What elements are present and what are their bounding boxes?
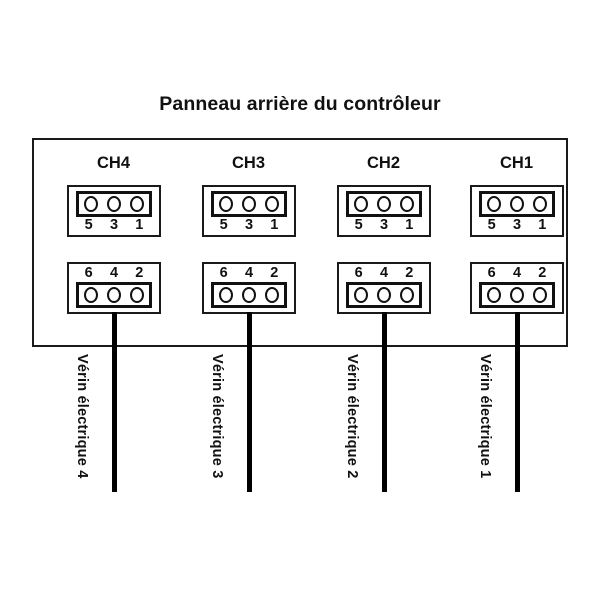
ch2-actuator-label: Vérin électrique 2 [344,354,360,479]
ch3-actuator-label: Vérin électrique 3 [209,354,225,479]
pin-number: 3 [512,217,522,234]
pin-number: 2 [538,265,547,282]
connector-hole-icon [376,287,391,303]
ch1-bottom-pin-numbers: 6 4 2 [479,265,555,282]
ch4-top-pin-numbers: 5 3 1 [76,217,152,234]
channel-label-ch1: CH1 [499,154,533,172]
ch2-top-pin-numbers: 5 3 1 [346,217,422,234]
connector-hole-icon [400,196,415,212]
ch4-bottom-connector[interactable]: 6 4 2 [67,262,161,314]
connector-hole-icon [130,196,145,212]
ch3-top-pin-numbers: 5 3 1 [211,217,287,234]
ch3-top-connector[interactable]: 5 3 1 [202,185,296,237]
channel-label-ch2: CH2 [366,154,400,172]
ch2-bottom-connector[interactable]: 6 4 2 [337,262,431,314]
pin-number: 4 [109,265,119,282]
ch4-top-connector-holes [76,191,152,217]
ch3-top-connector-holes [211,191,287,217]
pin-number: 6 [487,265,496,282]
ch1-top-pin-numbers: 5 3 1 [479,217,555,234]
page-title: Panneau arrière du contrôleur [159,93,441,115]
pin-number: 2 [405,265,414,282]
connector-hole-icon [353,196,368,212]
ch3-bottom-connector-holes [211,282,287,308]
ch1-top-connector[interactable]: 5 3 1 [470,185,564,237]
connector-hole-icon [509,196,524,212]
connector-hole-icon [130,287,145,303]
pin-number: 5 [487,217,496,234]
pin-number: 4 [244,265,254,282]
ch4-actuator-label: Vérin électrique 4 [74,354,90,479]
pin-number: 6 [219,265,228,282]
pin-number: 3 [244,217,254,234]
ch3-cable [247,312,252,492]
pin-number: 1 [270,217,279,234]
pin-number: 5 [84,217,93,234]
connector-hole-icon [265,196,280,212]
pin-number: 3 [379,217,389,234]
ch1-actuator-label: Vérin électrique 1 [477,354,493,479]
controller-rear-panel: CH4 5 3 1 6 4 2 [32,138,568,492]
ch1-cable [515,312,520,492]
connector-hole-icon [486,287,501,303]
ch2-bottom-connector-holes [346,282,422,308]
ch4-bottom-connector-holes [76,282,152,308]
ch4-cable [112,312,117,492]
pin-number: 3 [109,217,119,234]
ch4-top-connector[interactable]: 5 3 1 [67,185,161,237]
pin-number: 2 [135,265,144,282]
connector-hole-icon [265,287,280,303]
connector-hole-icon [486,196,501,212]
ch3-bottom-connector[interactable]: 6 4 2 [202,262,296,314]
connector-hole-icon [400,287,415,303]
channel-label-ch4: CH4 [96,154,130,172]
connector-hole-icon [241,287,256,303]
connector-hole-icon [533,196,548,212]
channel-group-ch1: CH1 5 3 1 6 4 2 [459,140,593,500]
channel-group-ch2: CH2 5 3 1 6 4 2 [326,140,460,500]
ch3-bottom-pin-numbers: 6 4 2 [211,265,287,282]
channel-group-ch4: CH4 5 3 1 6 4 2 [56,140,190,500]
pin-number: 6 [84,265,93,282]
channel-group-ch3: CH3 5 3 1 6 4 2 [191,140,325,500]
connector-hole-icon [241,196,256,212]
connector-hole-icon [106,196,121,212]
pin-number: 5 [219,217,228,234]
pin-number: 5 [354,217,363,234]
ch1-top-connector-holes [479,191,555,217]
pin-number: 1 [538,217,547,234]
ch2-top-connector[interactable]: 5 3 1 [337,185,431,237]
pin-number: 4 [512,265,522,282]
connector-hole-icon [376,196,391,212]
ch2-cable [382,312,387,492]
channel-label-ch3: CH3 [231,154,265,172]
connector-hole-icon [509,287,524,303]
connector-hole-icon [83,196,98,212]
ch4-bottom-pin-numbers: 6 4 2 [76,265,152,282]
ch2-top-connector-holes [346,191,422,217]
connector-hole-icon [83,287,98,303]
connector-hole-icon [218,287,233,303]
ch2-bottom-pin-numbers: 6 4 2 [346,265,422,282]
ch1-bottom-connector-holes [479,282,555,308]
ch1-bottom-connector[interactable]: 6 4 2 [470,262,564,314]
pin-number: 1 [135,217,144,234]
pin-number: 4 [379,265,389,282]
pin-number: 2 [270,265,279,282]
connector-hole-icon [353,287,368,303]
connector-hole-icon [218,196,233,212]
connector-hole-icon [533,287,548,303]
pin-number: 6 [354,265,363,282]
pin-number: 1 [405,217,414,234]
connector-hole-icon [106,287,121,303]
